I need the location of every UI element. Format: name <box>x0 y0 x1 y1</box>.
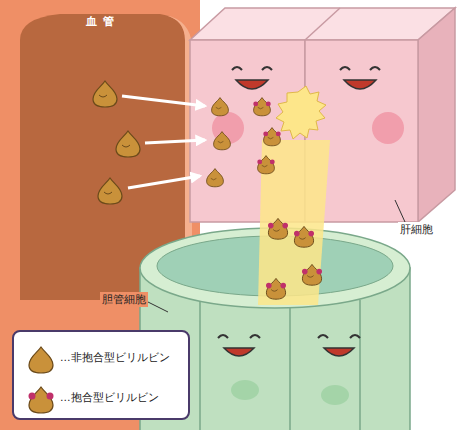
cell-border <box>305 8 340 40</box>
legend-text: …非抱合型ビリルビン <box>60 351 170 365</box>
cell-border <box>289 308 291 430</box>
legend-sample <box>24 382 58 414</box>
smile <box>236 80 268 89</box>
legend-item: …非抱合型ビリルビン <box>24 342 170 374</box>
faces <box>232 67 380 70</box>
bile-canaliculus <box>276 86 326 139</box>
faces <box>218 335 360 338</box>
hepatocyte-side <box>418 8 455 222</box>
legend-text: …抱合型ビリルビン <box>60 391 159 405</box>
vessel-label: 血管 <box>20 4 185 29</box>
blood-vessel: 血管 <box>20 4 185 300</box>
smile <box>344 80 376 89</box>
bile-flow <box>258 140 330 305</box>
legend-item: …抱合型ビリルビン <box>24 382 159 414</box>
bilirubin <box>93 81 322 299</box>
legend-box: …非抱合型ビリルビン …抱合型ビリルビン <box>12 330 190 420</box>
cell-border <box>359 300 361 430</box>
cheek <box>372 112 404 144</box>
vessel-wall <box>0 0 200 430</box>
legend-sample <box>24 342 58 374</box>
hepatocyte-top <box>190 8 455 40</box>
cell-border <box>199 300 201 430</box>
smile <box>224 348 254 356</box>
nucleus <box>231 380 259 400</box>
callout-label: 肝細胞 <box>398 222 435 237</box>
leader-line <box>395 200 405 222</box>
nucleus <box>321 385 349 405</box>
callout-label: 胆管細胞 <box>100 292 148 307</box>
leader-line <box>148 302 168 312</box>
smile <box>324 348 354 356</box>
